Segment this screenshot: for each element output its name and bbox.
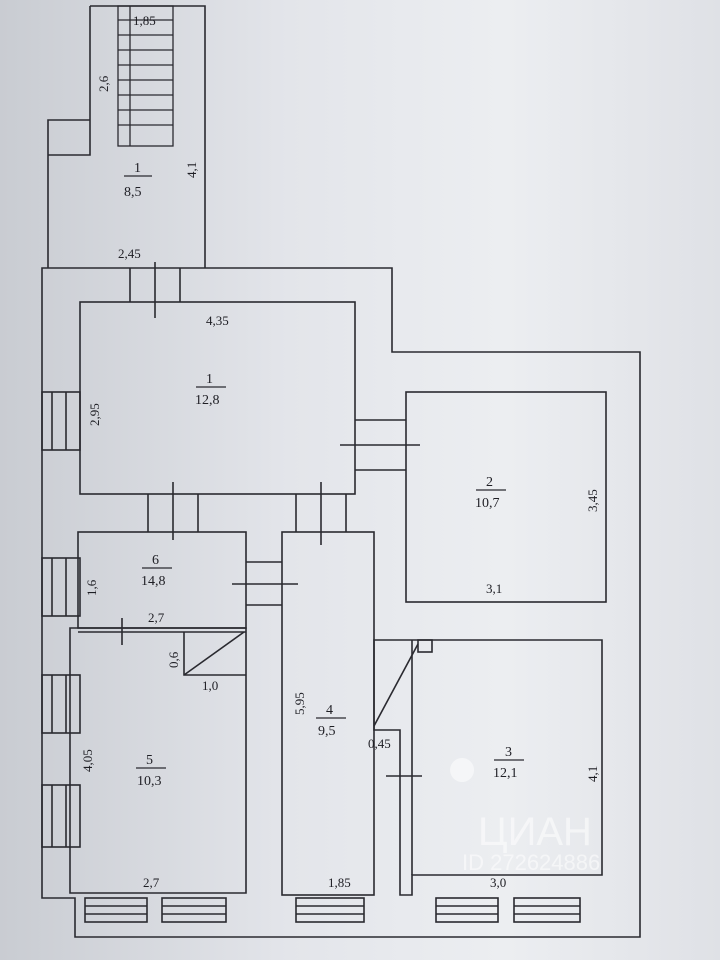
watermark-brand: ЦИАН — [478, 810, 592, 854]
room2-number: 2 — [486, 475, 493, 490]
room-5 — [69, 627, 247, 894]
room2-area: 10,7 — [475, 496, 500, 511]
room-3 — [373, 639, 603, 896]
dim-room3-width: 3,0 — [490, 875, 506, 890]
room-2 — [405, 391, 607, 603]
dim-entry-width: 2,45 — [118, 246, 141, 261]
dim-top-width: 1,85 — [133, 13, 156, 28]
entry-number: 1 — [134, 161, 141, 176]
room6-number: 6 — [152, 553, 159, 568]
room6-area: 14,8 — [141, 574, 166, 589]
dim-room3-height: 4,1 — [585, 766, 600, 782]
door-entry — [129, 262, 181, 318]
dim-room5-width: 2,7 — [143, 875, 160, 890]
windows-bottom — [84, 897, 581, 923]
watermark-id: ID 272624886 — [462, 850, 600, 875]
staircase — [117, 5, 174, 147]
room3-area: 12,1 — [493, 766, 518, 781]
room1-number: 1 — [206, 372, 213, 387]
dim-closet-depth: 0,6 — [166, 651, 181, 668]
dim-room4-length: 5,95 — [292, 692, 307, 715]
dim-room2-height: 3,45 — [585, 489, 600, 512]
windows-left — [41, 391, 81, 848]
room5-area: 10,3 — [137, 774, 162, 789]
door-room1-room2 — [340, 419, 420, 471]
room4-number: 4 — [326, 703, 333, 718]
dim-room1-height: 2,95 — [87, 403, 102, 426]
closet-room5 — [183, 631, 246, 676]
dim-room6-width: 2,7 — [148, 610, 165, 625]
dim-room6-height: 1,6 — [84, 579, 99, 596]
dim-stair-length: 2,6 — [96, 75, 111, 92]
dim-room1-width: 4,35 — [206, 313, 229, 328]
closet-room3 — [373, 639, 433, 727]
dim-room5-height: 4,05 — [80, 749, 95, 772]
dim-entry-height: 4,1 — [184, 162, 199, 178]
room1-area: 12,8 — [195, 393, 220, 408]
door-room6-room4 — [232, 561, 298, 606]
dim-closet-width: 1,0 — [202, 678, 218, 693]
door-room1-room4 — [295, 482, 347, 545]
dim-room4-width: 1,85 — [328, 875, 351, 890]
entry-area: 8,5 — [124, 185, 142, 200]
room5-number: 5 — [146, 753, 153, 768]
room3-number: 3 — [505, 745, 512, 760]
dim-room2-width: 3,1 — [486, 581, 502, 596]
cian-watermark: ЦИАН ID 272624886 — [450, 758, 600, 875]
door-room1-room6 — [147, 482, 199, 540]
entry-annex-outline — [47, 5, 206, 268]
room4-area: 9,5 — [318, 724, 336, 739]
dim-room4-closet: 0,45 — [368, 736, 391, 751]
location-pin-icon — [450, 758, 475, 782]
